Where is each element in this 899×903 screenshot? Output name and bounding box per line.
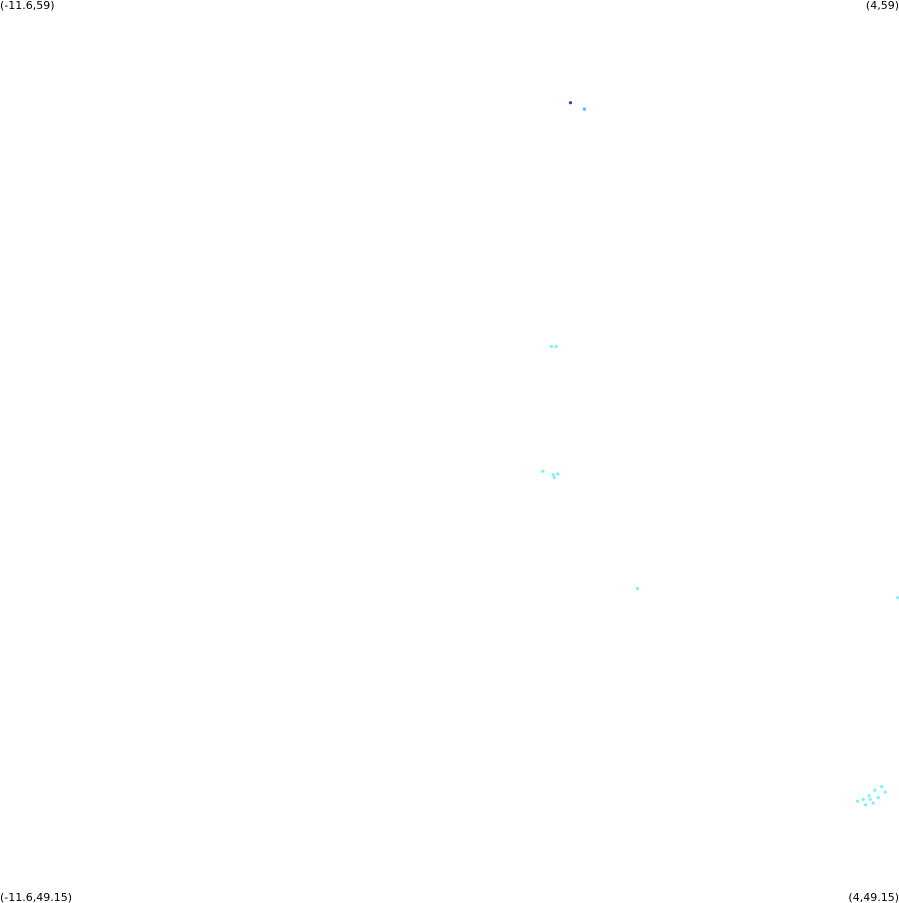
corner-label-bottom-left: (-11.6,49.15) xyxy=(0,891,73,903)
map-point xyxy=(871,801,875,805)
map-point xyxy=(876,796,880,800)
map-point xyxy=(549,344,554,349)
map-point xyxy=(867,794,871,798)
map-point xyxy=(855,799,860,803)
corner-label-bottom-right: (4,49.15) xyxy=(848,891,899,903)
map-point xyxy=(861,797,865,802)
corner-label-top-left: (-11.6,59) xyxy=(0,0,55,12)
map-point xyxy=(883,790,887,794)
map-point xyxy=(582,107,587,111)
map-point xyxy=(880,785,884,789)
map-point xyxy=(556,472,560,476)
map-point xyxy=(635,587,640,591)
map-point xyxy=(551,473,555,477)
map-point xyxy=(552,476,557,480)
map-point xyxy=(864,803,868,807)
corner-label-top-right: (4,59) xyxy=(865,0,899,12)
map-point xyxy=(554,344,558,349)
map-point xyxy=(568,101,573,105)
map-point xyxy=(541,469,545,473)
map-point xyxy=(873,788,877,792)
map-point xyxy=(868,797,872,802)
map-point xyxy=(896,596,899,600)
